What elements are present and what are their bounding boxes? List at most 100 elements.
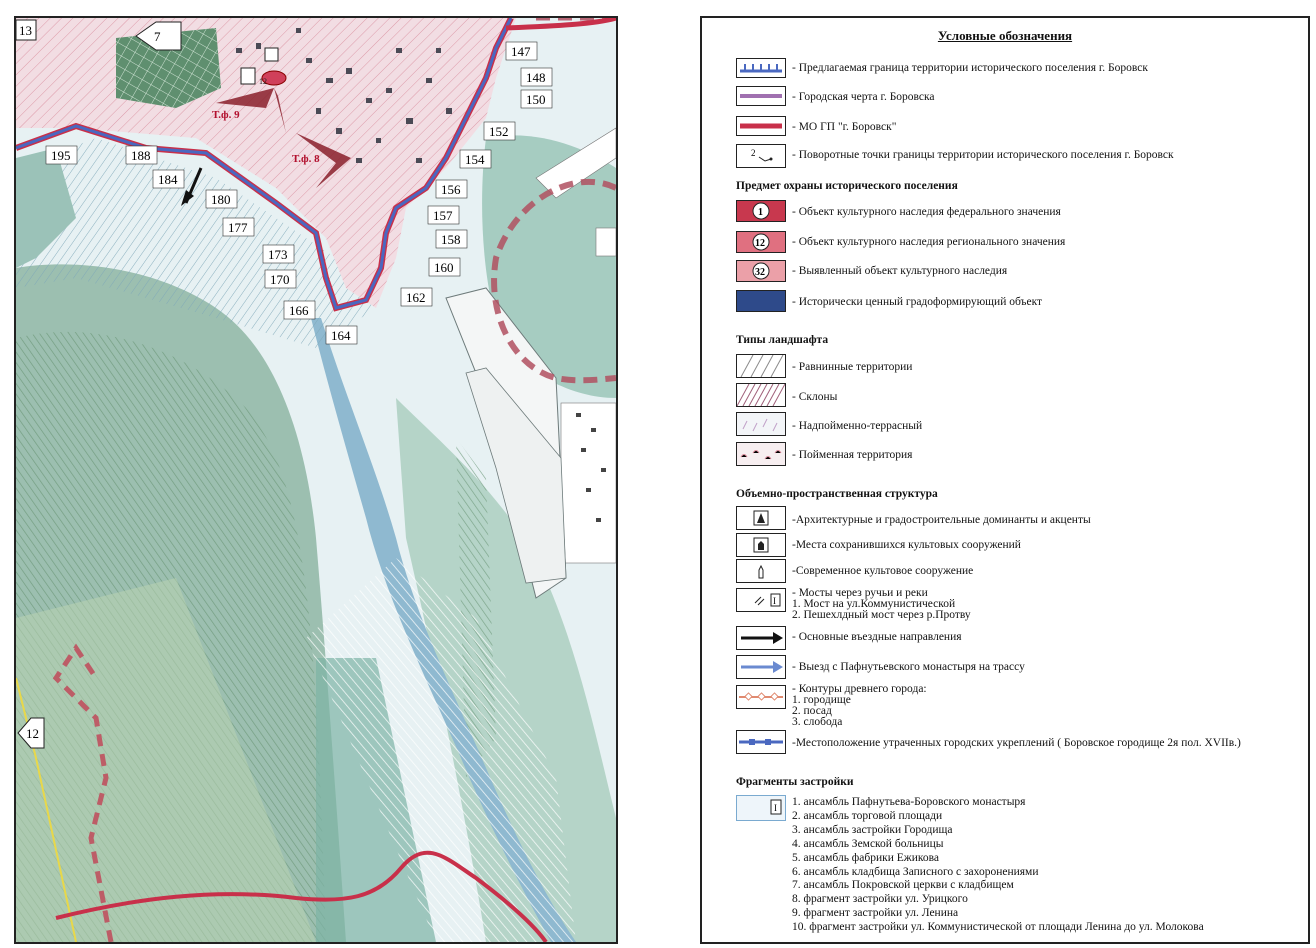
fragment-legend-icon: I	[736, 795, 786, 821]
plains-icon	[736, 354, 786, 378]
legend-monastery-exit: - Выезд с Пафнутьевского монастыря на тр…	[792, 661, 1025, 673]
legend-proposed-boundary: - Предлагаемая граница территории истори…	[792, 62, 1148, 74]
fortification-legend-icon	[736, 730, 786, 754]
boundary-point-157: 157	[433, 208, 453, 223]
legend-bridge-2: 2. Пешехлдный мост через р.Протву	[792, 609, 971, 621]
regional-heritage-icon: 12	[736, 231, 786, 253]
legend-regional-heritage: - Объект культурного наследия региональн…	[792, 236, 1066, 248]
turning-point-legend-icon: 2	[736, 144, 786, 168]
boundary-point-162: 162	[406, 290, 426, 305]
boundary-point-164: 164	[331, 328, 351, 343]
legend-valuable-object: - Исторически ценный градоформирующий об…	[792, 296, 1043, 308]
sheet-mark-12: 12	[26, 726, 39, 741]
map-canvas[interactable]: 12 Т.ф. 9 Т.ф. 8 14714815015215415615715…	[16, 18, 616, 942]
legend-municipal-line: - МО ГП "г. Боровск"	[792, 121, 897, 133]
legend-identified-heritage: - Выявленный объект культурного наследия	[792, 265, 1008, 277]
boundary-point-148: 148	[526, 70, 546, 85]
church-icon	[240, 67, 256, 85]
boundary-point-box	[125, 145, 158, 165]
fragment-item: 4. ансамбль Земской больницы	[792, 837, 944, 850]
boundary-point-166: 166	[289, 303, 309, 318]
legend-ancient-city-1: 1. городище	[792, 694, 851, 706]
svg-text:32: 32	[755, 267, 765, 278]
svg-text:2: 2	[751, 148, 756, 158]
boundary-point-box	[459, 149, 492, 169]
bridge-legend-icon: I	[736, 588, 786, 612]
svg-text:12: 12	[755, 238, 765, 249]
fragment-item: 2. ансамбль торговой площади	[792, 809, 943, 822]
fragment-item: 7. ансамбль Покровской церкви с кладбище…	[792, 879, 1014, 892]
fragment-item: 9. фрагмент застройки ул. Ленина	[792, 907, 959, 920]
svg-text:I: I	[774, 803, 777, 813]
boundary-point-150: 150	[526, 92, 546, 107]
boundary-point-box	[427, 205, 460, 225]
fragment-item: 5. ансамбль фабрики Ежикова	[792, 851, 939, 864]
protection-heading: Предмет охраны исторического поселения	[736, 180, 958, 192]
boundary-point-box	[283, 300, 316, 320]
svg-text:I: I	[773, 596, 776, 606]
legend-ancient-city-3: 3. слобода	[792, 716, 843, 728]
boundary-point-152: 152	[489, 124, 509, 139]
fragments-list: 1. ансамбль Пафнутьева-Боровского монаст…	[792, 796, 1204, 935]
boundary-point-box	[428, 257, 461, 277]
valuable-object-icon	[736, 290, 786, 312]
legend-slopes: - Склоны	[792, 391, 838, 403]
municipal-line-legend-icon	[736, 116, 786, 136]
boundary-point-box	[325, 325, 358, 345]
boundary-point-170: 170	[270, 272, 290, 287]
federal-heritage-icon: 1	[736, 200, 786, 222]
legend-title: Условные обозначения	[937, 28, 1073, 43]
fragment-item: 3. ансамбль застройки Городища	[792, 823, 953, 836]
legend-federal-heritage: - Объект культурного наследия федерально…	[792, 206, 1061, 218]
boundary-point-177: 177	[228, 220, 248, 235]
dominant-legend-icon	[736, 506, 786, 530]
boundary-point-158: 158	[441, 232, 461, 247]
proposed-boundary-legend-icon	[736, 58, 786, 78]
legend-entrances: - Основные въездные направления	[792, 631, 962, 643]
boundary-point-173: 173	[268, 247, 288, 262]
sheet-mark-7: 7	[154, 29, 161, 44]
boundary-point-box	[435, 179, 468, 199]
legend-bridge-1: 1. Мост на ул.Коммунистической	[792, 598, 956, 610]
boundary-points-group: 1471481501521541561571581601621641661701…	[45, 41, 553, 345]
fragment-item: 6. ансамбль кладбища Записного с захорон…	[792, 865, 1039, 878]
monument-number: 12	[259, 77, 267, 86]
legend-modern-church: -Современное культовое сооружение	[792, 565, 974, 577]
boundary-point-180: 180	[211, 192, 231, 207]
boundary-point-184: 184	[158, 172, 178, 187]
legend-floodplain: - Пойменная территория	[792, 449, 913, 461]
church-legend-icon	[736, 533, 786, 557]
legend-city-line: - Городская черта г. Боровска	[792, 91, 935, 103]
monument-marker[interactable]	[261, 70, 287, 86]
boundary-point-156: 156	[441, 182, 461, 197]
terrace-icon	[736, 412, 786, 436]
fragments-heading: Фрагменты застройки	[736, 776, 854, 788]
identified-heritage-icon: 32	[736, 260, 786, 282]
fragment-item: 10. фрагмент застройки ул. Коммунистичес…	[792, 921, 1204, 934]
boundary-point-147: 147	[511, 44, 531, 59]
boundary-point-box	[264, 269, 297, 289]
sheet-mark-13: 13	[19, 23, 32, 38]
boundary-point-box	[152, 169, 185, 189]
boundary-point-box	[400, 287, 433, 307]
fragment-item: 8. фрагмент застройки ул. Урицкого	[792, 893, 968, 906]
legend-plains: - Равнинные территории	[792, 361, 913, 373]
proposed-boundary-line	[16, 18, 513, 310]
boundary-point-box	[520, 89, 553, 109]
structure-heading: Объемно-пространственная структура	[736, 488, 938, 500]
boundary-point-box	[483, 121, 516, 141]
legend-ancient-city: - Контуры древнего города:	[792, 683, 927, 695]
boundary-point-188: 188	[131, 148, 151, 163]
photo-point-8: Т.ф. 8	[292, 153, 320, 165]
legend-dominant: -Архитектурные и градостроительные домин…	[792, 514, 1091, 526]
fragment-item: 1. ансамбль Пафнутьева-Боровского монаст…	[792, 796, 1026, 808]
boundary-point-box	[520, 67, 553, 87]
city-line-legend-icon	[736, 86, 786, 106]
ancient-contour-legend-icon	[736, 685, 786, 709]
landscape-heading: Типы ландшафта	[736, 334, 829, 346]
floodplain-icon	[736, 442, 786, 466]
legend-fortification: -Местоположение утраченных городских укр…	[792, 737, 1241, 749]
blue-arrow-legend-icon	[736, 655, 786, 679]
boundary-point-box	[222, 217, 255, 237]
